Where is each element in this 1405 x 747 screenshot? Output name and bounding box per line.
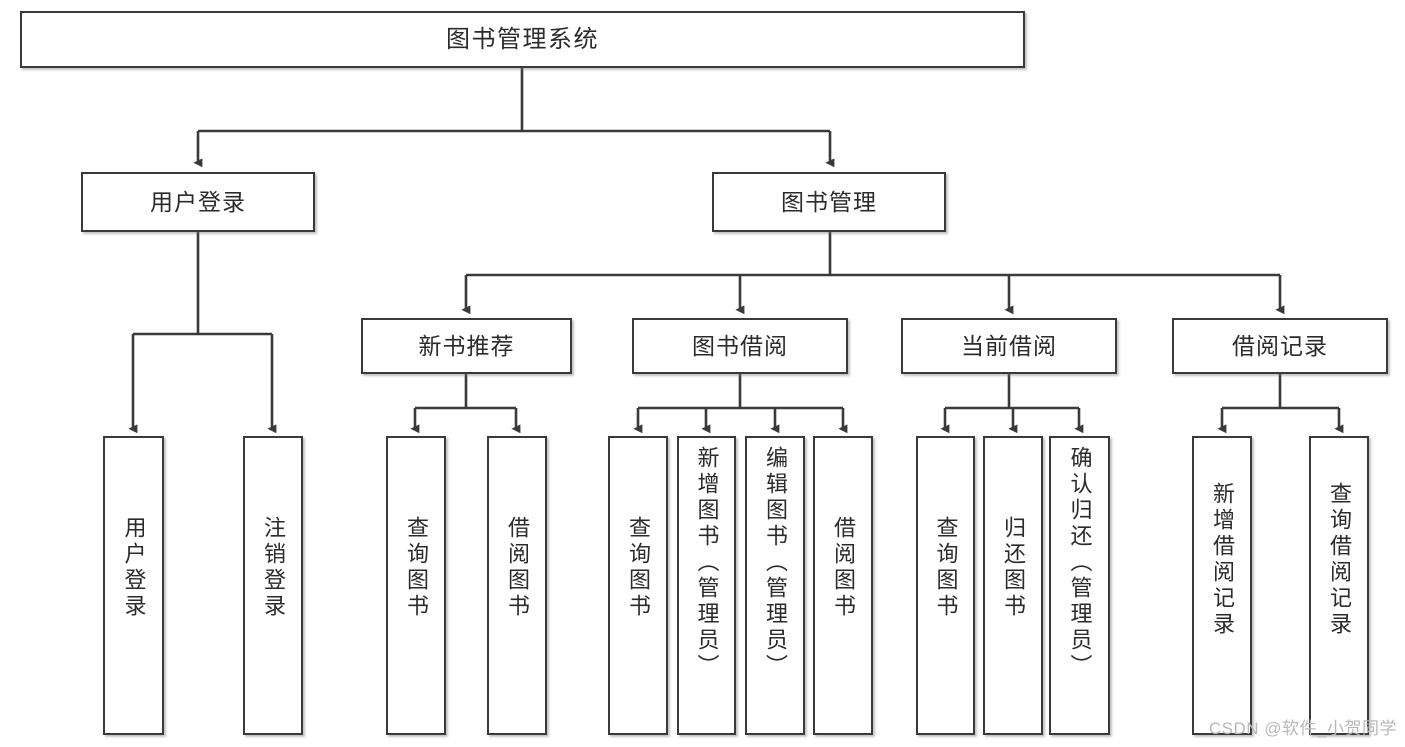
- node-label: 新增图书（管理员）: [694, 446, 720, 680]
- leaf-current-confirm-return-admin[interactable]: 确认归还（管理员）: [1049, 436, 1110, 735]
- node-label: 归还图书: [1001, 516, 1026, 620]
- leaf-user-login-login[interactable]: 用户登录: [103, 436, 164, 735]
- node-label: 查询图书: [626, 516, 651, 620]
- node-label: 借阅图书: [831, 516, 856, 620]
- node-label: 图书借阅: [692, 332, 788, 359]
- node-label: 用户登录: [150, 188, 246, 215]
- node-label: 新书推荐: [418, 332, 515, 359]
- node-book-borrow[interactable]: 图书借阅: [632, 318, 848, 374]
- node-new-book-recommend[interactable]: 新书推荐: [361, 318, 572, 374]
- node-label: 用户登录: [121, 516, 147, 620]
- node-label: 查询图书: [404, 516, 429, 620]
- leaf-borrow-edit-book-admin[interactable]: 编辑图书（管理员）: [745, 436, 805, 735]
- node-borrow-record[interactable]: 借阅记录: [1172, 318, 1388, 374]
- leaf-user-login-logout[interactable]: 注销登录: [243, 436, 303, 735]
- leaf-new-book-query[interactable]: 查询图书: [386, 436, 446, 735]
- node-user-login[interactable]: 用户登录: [81, 172, 315, 232]
- watermark-text: CSDN @软件_小贺同学: [1208, 719, 1397, 738]
- leaf-borrow-add-book-admin[interactable]: 新增图书（管理员）: [677, 436, 736, 735]
- node-label: 确认归还（管理员）: [1067, 446, 1093, 680]
- leaf-record-add-record[interactable]: 新增借阅记录: [1192, 436, 1252, 735]
- node-label: 借阅记录: [1232, 332, 1328, 359]
- node-book-management[interactable]: 图书管理: [712, 172, 946, 232]
- node-label: 编辑图书（管理员）: [763, 446, 788, 680]
- leaf-new-book-borrow[interactable]: 借阅图书: [487, 436, 547, 735]
- leaf-borrow-borrow-book[interactable]: 借阅图书: [813, 436, 873, 735]
- node-label: 当前借阅: [961, 332, 1057, 359]
- leaf-current-query-book[interactable]: 查询图书: [916, 436, 975, 735]
- node-label: 新增借阅记录: [1210, 482, 1235, 638]
- node-label: 查询图书: [933, 516, 959, 620]
- node-label: 图书管理: [781, 188, 877, 215]
- node-current-borrow[interactable]: 当前借阅: [901, 318, 1117, 374]
- node-root-system[interactable]: 图书管理系统: [20, 11, 1025, 68]
- leaf-current-return-book[interactable]: 归还图书: [983, 436, 1043, 735]
- node-label: 查询借阅记录: [1327, 482, 1352, 638]
- node-label: 注销登录: [261, 516, 286, 620]
- node-label: 图书管理系统: [446, 25, 599, 53]
- node-label: 借阅图书: [505, 516, 530, 620]
- leaf-record-query-record[interactable]: 查询借阅记录: [1309, 436, 1369, 735]
- leaf-borrow-query-book[interactable]: 查询图书: [608, 436, 668, 735]
